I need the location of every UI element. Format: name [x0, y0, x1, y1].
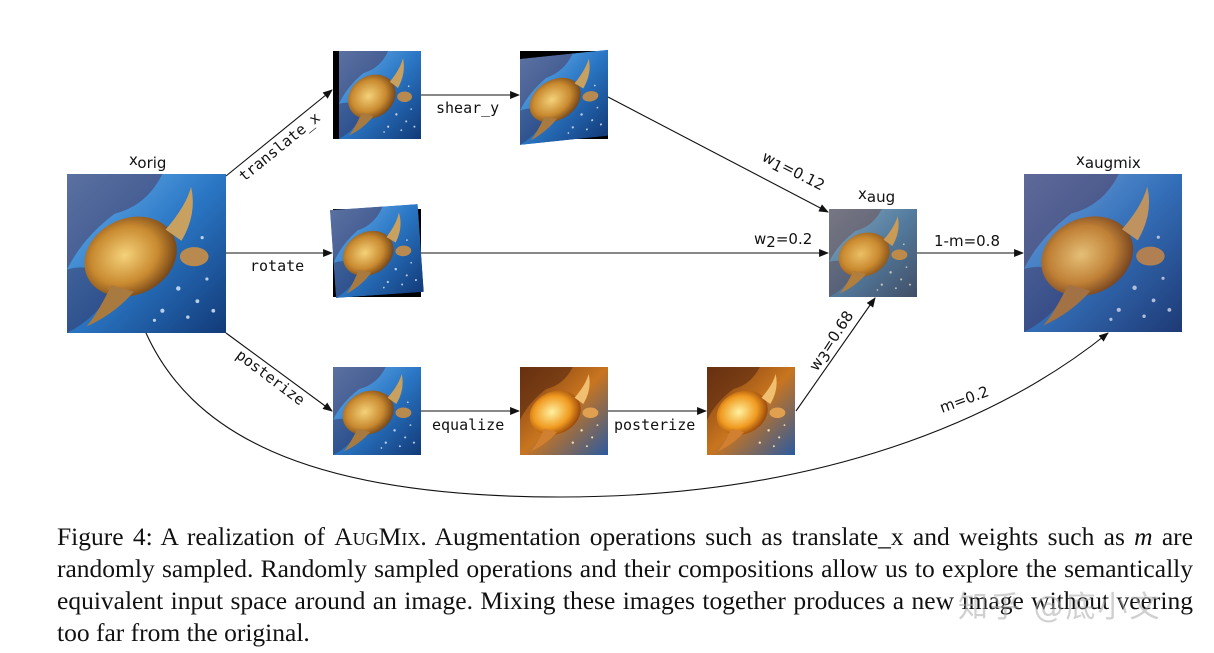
image-posterize-2 — [707, 367, 795, 455]
variable-m: m — [1134, 522, 1153, 551]
arrow-translate-x — [225, 89, 333, 177]
image-equalize — [520, 367, 608, 455]
label-posterize-2: posterize — [614, 416, 695, 434]
label-1-minus-m: 1-m=0.8 — [934, 232, 1000, 250]
method-name: AugMix — [334, 522, 421, 551]
label-m: m=0.2 — [937, 382, 991, 416]
label-translate-x: translate_x — [235, 109, 324, 186]
arrow-m — [145, 332, 1109, 498]
arrow-w1 — [607, 96, 829, 213]
label-w1: w1=0.12 — [758, 148, 828, 197]
watermark: 知乎 @底小文 — [958, 590, 1162, 625]
label-x-augmix: xaugmix — [1076, 151, 1141, 172]
label-x-orig: xorig — [129, 151, 166, 172]
image-posterize-1 — [333, 367, 421, 455]
image-x-augmix — [1024, 174, 1182, 332]
image-x-aug — [829, 209, 917, 297]
label-rotate: rotate — [250, 257, 304, 275]
label-w2: w2=0.2 — [754, 230, 812, 251]
label-posterize-1: posterize — [233, 346, 309, 409]
label-x-aug: xaug — [858, 185, 895, 206]
image-translate-x — [333, 51, 421, 139]
figure-caption: Figure 4: A realization of AugMix. Augme… — [57, 522, 1193, 647]
arrow-w3 — [795, 297, 876, 412]
label-equalize: equalize — [432, 416, 504, 434]
label-shear-y: shear_y — [436, 99, 499, 117]
image-shear-y — [520, 49, 608, 145]
label-w3: w3=0.68 — [805, 308, 860, 376]
image-x-orig — [67, 174, 226, 333]
image-rotate — [329, 204, 424, 298]
arrow-posterize-1 — [225, 332, 333, 412]
